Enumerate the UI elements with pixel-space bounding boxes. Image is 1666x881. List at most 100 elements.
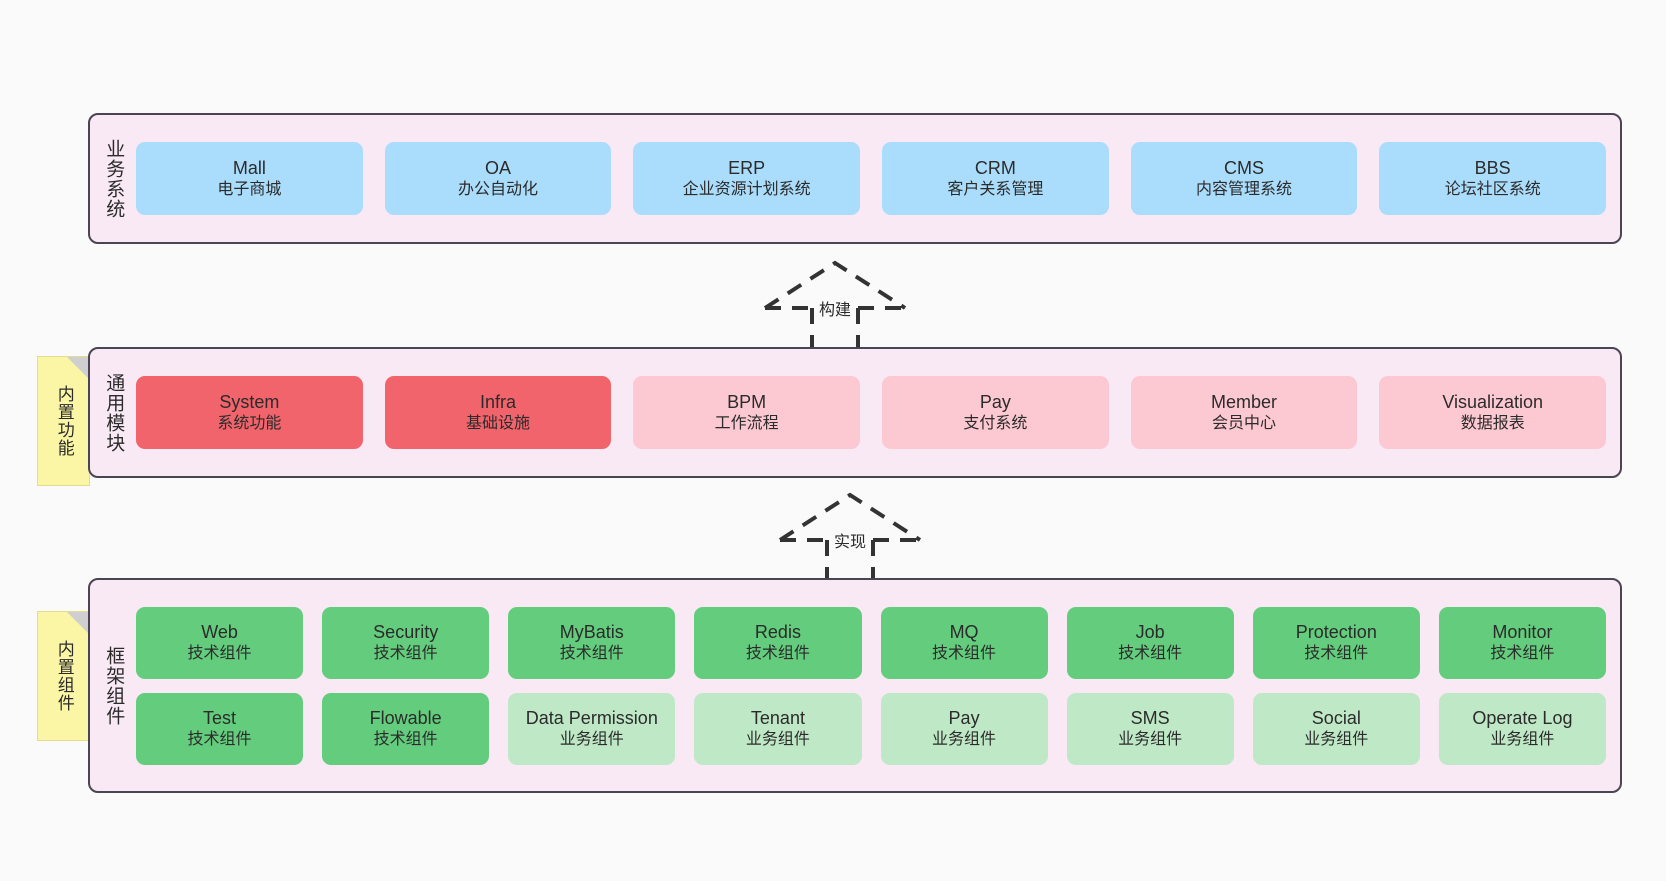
node-subtitle: 技术组件: [373, 644, 438, 662]
node-bpm[interactable]: BPM 工作流程: [633, 376, 861, 449]
dashed-generalization-arrow-icon: [763, 260, 907, 348]
node-subtitle: 技术组件: [932, 644, 997, 662]
node-subtitle: 业务组件: [932, 730, 997, 748]
node-subtitle: 系统功能: [217, 414, 282, 432]
node-mq[interactable]: MQ 技术组件: [880, 606, 1048, 679]
node-title: Job: [1135, 621, 1165, 642]
node-web[interactable]: Web 技术组件: [136, 606, 304, 679]
node-title: CRM: [974, 157, 1016, 178]
node-title: Web: [201, 621, 238, 642]
sticky-note-text: 内置功能: [54, 385, 74, 457]
node-mall[interactable]: Mall 电子商城: [136, 142, 363, 215]
node-subtitle: 支付系统: [963, 414, 1028, 432]
node-operate-log[interactable]: Operate Log 业务组件: [1438, 692, 1606, 765]
node-subtitle: 企业资源计划系统: [682, 180, 811, 198]
node-subtitle: 电子商城: [217, 180, 282, 198]
node-flowable[interactable]: Flowable 技术组件: [322, 692, 490, 765]
node-row: Mall 电子商城 OA 办公自动化 ERP 企业资源计划系统 CRM 客户关系…: [136, 142, 1607, 215]
node-title: Redis: [754, 621, 801, 642]
node-subtitle: 业务组件: [1304, 730, 1369, 748]
node-title: Social: [1311, 707, 1361, 728]
node-bbs[interactable]: BBS 论坛社区系统: [1379, 142, 1607, 215]
node-title: MQ: [949, 621, 979, 642]
node-row: Test 技术组件 Flowable 技术组件 Data Permission …: [136, 692, 1606, 765]
node-subtitle: 业务组件: [1490, 730, 1555, 748]
node-subtitle: 业务组件: [1118, 730, 1183, 748]
node-title: Monitor: [1492, 621, 1553, 642]
node-subtitle: 工作流程: [714, 414, 779, 432]
node-member[interactable]: Member 会员中心: [1130, 376, 1358, 449]
connector-label-implement: 实现: [833, 534, 867, 551]
node-cms[interactable]: CMS 内容管理系统: [1130, 142, 1358, 215]
connector-build: 构建: [755, 258, 915, 348]
node-mybatis[interactable]: MyBatis 技术组件: [508, 606, 676, 679]
node-title: BBS: [1474, 157, 1511, 178]
layer-body-business-system: Mall 电子商城 OA 办公自动化 ERP 企业资源计划系统 CRM 客户关系…: [136, 115, 1620, 242]
node-title: Visualization: [1442, 391, 1544, 412]
node-subtitle: 客户关系管理: [947, 180, 1044, 198]
node-row: System 系统功能 Infra 基础设施 BPM 工作流程 Pay 支付系统…: [136, 376, 1607, 449]
node-subtitle: 技术组件: [187, 730, 252, 748]
layer-business-system: 业务系统 Mall 电子商城 OA 办公自动化 ERP 企业资源计划系统 CRM…: [88, 113, 1622, 244]
node-subtitle: 技术组件: [559, 644, 624, 662]
node-title: Member: [1211, 391, 1278, 412]
layer-framework-component: 框架组件 Web 技术组件 Security 技术组件 MyBatis 技术组件…: [88, 578, 1622, 793]
node-title: Data Permission: [525, 707, 658, 728]
layer-common-module: 通用模块 System 系统功能 Infra 基础设施 BPM 工作流程 Pay…: [88, 347, 1622, 478]
layer-label-framework-component: 框架组件: [103, 645, 125, 726]
node-subtitle: 技术组件: [1490, 644, 1555, 662]
node-title: MyBatis: [559, 621, 624, 642]
node-title: OA: [485, 157, 512, 178]
node-title: Mall: [232, 157, 266, 178]
node-protection[interactable]: Protection 技术组件: [1252, 606, 1420, 679]
dashed-generalization-arrow-icon: [778, 492, 922, 580]
node-pay-component[interactable]: Pay 业务组件: [880, 692, 1048, 765]
node-subtitle: 内容管理系统: [1196, 180, 1293, 198]
node-title: SMS: [1130, 707, 1170, 728]
node-subtitle: 办公自动化: [458, 180, 539, 198]
node-social[interactable]: Social 业务组件: [1252, 692, 1420, 765]
node-subtitle: 技术组件: [745, 644, 810, 662]
node-redis[interactable]: Redis 技术组件: [694, 606, 862, 679]
node-title: CMS: [1224, 157, 1265, 178]
node-title: Test: [203, 707, 237, 728]
sticky-note-builtin-component: 内置组件: [37, 611, 90, 741]
node-job[interactable]: Job 技术组件: [1066, 606, 1234, 679]
node-tenant[interactable]: Tenant 业务组件: [694, 692, 862, 765]
folded-corner-icon: [67, 612, 89, 634]
node-subtitle: 会员中心: [1212, 414, 1277, 432]
node-title: Security: [373, 621, 439, 642]
node-monitor[interactable]: Monitor 技术组件: [1438, 606, 1606, 679]
node-title: Pay: [979, 391, 1011, 412]
node-title: Flowable: [369, 707, 442, 728]
node-subtitle: 技术组件: [373, 730, 438, 748]
node-title: Operate Log: [1472, 707, 1573, 728]
node-subtitle: 技术组件: [187, 644, 252, 662]
node-subtitle: 业务组件: [559, 730, 624, 748]
node-title: ERP: [728, 157, 766, 178]
node-pay-module[interactable]: Pay 支付系统: [882, 376, 1109, 449]
node-visualization[interactable]: Visualization 数据报表: [1379, 376, 1607, 449]
node-system[interactable]: System 系统功能: [136, 376, 363, 449]
layer-body-common-module: System 系统功能 Infra 基础设施 BPM 工作流程 Pay 支付系统…: [136, 349, 1620, 476]
node-title: Tenant: [750, 707, 805, 728]
node-title: BPM: [727, 391, 767, 412]
connector-implement: 实现: [770, 490, 930, 580]
node-test[interactable]: Test 技术组件: [136, 692, 304, 765]
node-crm[interactable]: CRM 客户关系管理: [882, 142, 1109, 215]
node-title: Infra: [479, 391, 517, 412]
node-infra[interactable]: Infra 基础设施: [384, 376, 612, 449]
folded-corner-icon: [67, 357, 89, 379]
sticky-note-text: 内置组件: [54, 640, 74, 712]
node-subtitle: 基础设施: [466, 414, 531, 432]
node-sms[interactable]: SMS 业务组件: [1066, 692, 1234, 765]
node-data-permission[interactable]: Data Permission 业务组件: [508, 692, 676, 765]
connector-label-build: 构建: [818, 302, 852, 319]
node-erp[interactable]: ERP 企业资源计划系统: [633, 142, 861, 215]
node-subtitle: 技术组件: [1118, 644, 1183, 662]
layer-body-framework-component: Web 技术组件 Security 技术组件 MyBatis 技术组件 Redi…: [136, 580, 1620, 791]
node-security[interactable]: Security 技术组件: [322, 606, 490, 679]
node-title: System: [219, 391, 280, 412]
node-subtitle: 技术组件: [1304, 644, 1369, 662]
node-oa[interactable]: OA 办公自动化: [384, 142, 612, 215]
